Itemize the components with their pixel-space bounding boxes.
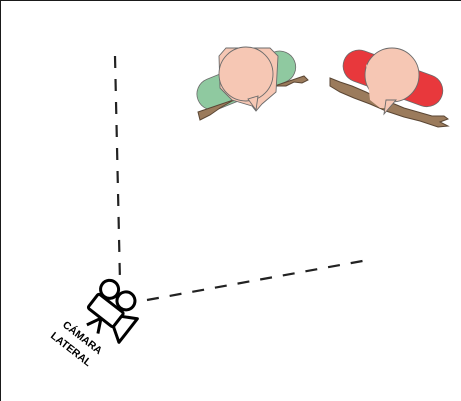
person-green: [196, 46, 309, 121]
vertical-sight-line: [113, 55, 122, 283]
red-person-nose: [383, 99, 397, 116]
horizontal-sight-line: [146, 258, 369, 302]
green-person-nose: [247, 95, 259, 112]
person-red: [329, 47, 450, 128]
video-camera-icon: [86, 278, 139, 344]
